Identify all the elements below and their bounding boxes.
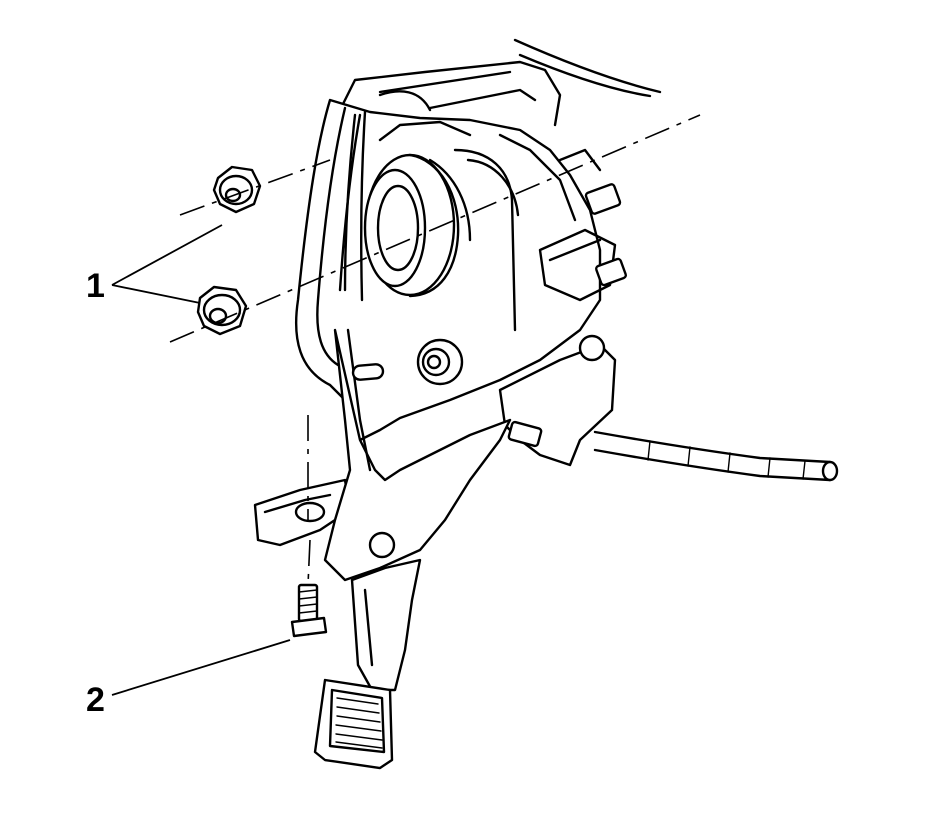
pedal-pad xyxy=(313,678,394,770)
pedal-bracket xyxy=(294,98,602,442)
release-mechanism xyxy=(498,148,627,467)
pivot-bolt xyxy=(416,338,464,386)
dash-panel-outline xyxy=(338,38,662,127)
nut-lower xyxy=(196,285,248,336)
release-cable xyxy=(593,430,839,482)
alignment-lines xyxy=(169,114,701,586)
nut-upper xyxy=(212,165,262,214)
callout-2-label: 2 xyxy=(86,681,105,719)
pedal-arm xyxy=(253,328,512,692)
brake-cables xyxy=(343,90,520,332)
cable-reel xyxy=(363,153,472,298)
bolt xyxy=(290,583,328,638)
leader-lines xyxy=(111,224,291,696)
callout-1-label: 1 xyxy=(86,267,105,305)
